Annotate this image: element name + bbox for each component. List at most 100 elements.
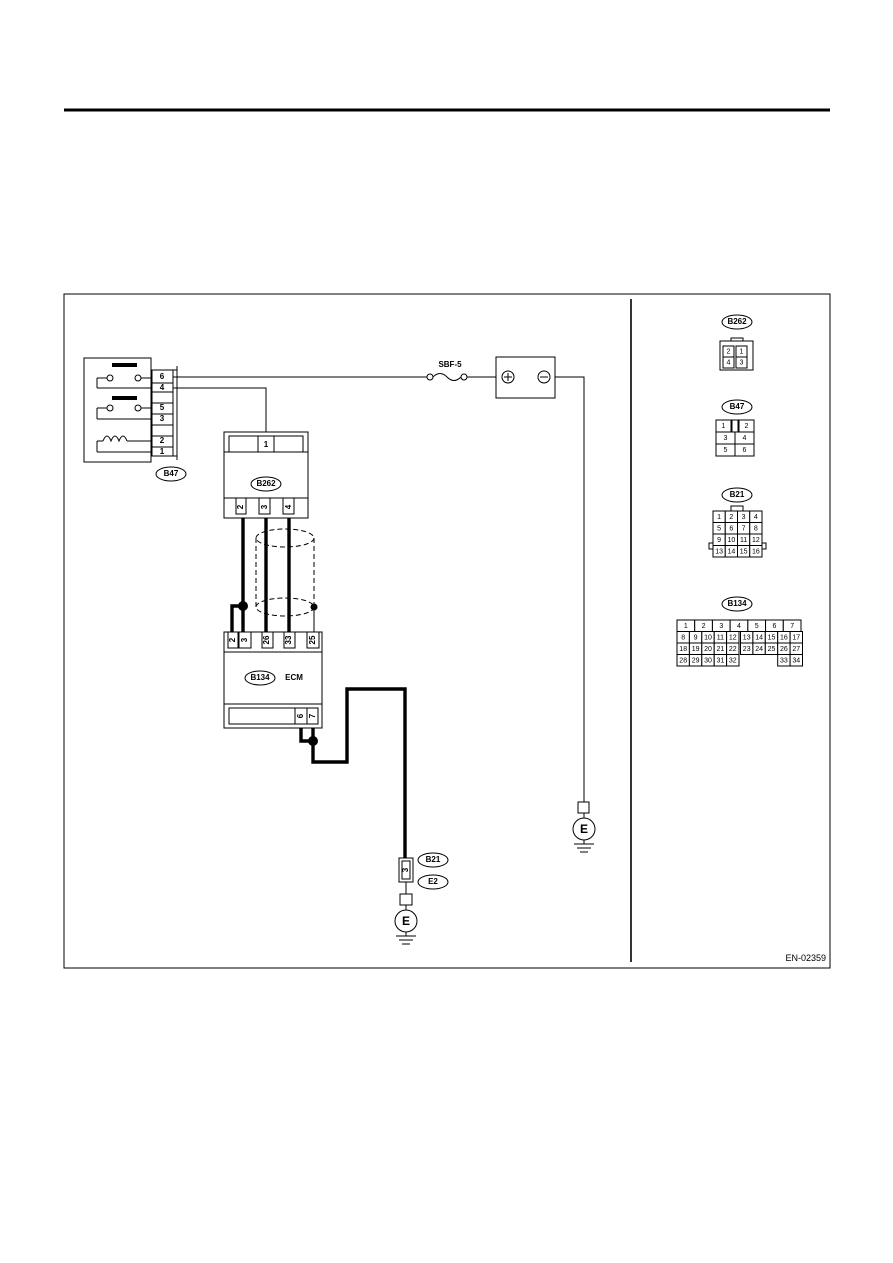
b134-view-pin: 33 xyxy=(780,658,788,665)
b134-view-pin: 2 xyxy=(702,623,706,630)
b134-view-pin: 21 xyxy=(717,646,725,653)
b21-view-pin: 10 xyxy=(727,537,735,544)
b134-view-pin: 25 xyxy=(768,646,776,653)
b134-view-pin: 11 xyxy=(717,635,724,642)
connector-tag-b21-label: B21 xyxy=(426,855,441,864)
b134-view-pin: 3 xyxy=(719,623,723,630)
b134-view-pin: 7 xyxy=(790,623,794,630)
wire-battery-to-ground xyxy=(555,376,585,802)
connector-tag-b134-label: B134 xyxy=(250,673,270,682)
ecm-pin-7: 7 xyxy=(308,713,317,718)
b134-view-pin: 30 xyxy=(704,658,712,665)
ground-e2-symbol: E xyxy=(402,914,410,928)
ecm-pin-3: 3 xyxy=(240,637,249,642)
b21-view-pin: 3 xyxy=(742,514,746,521)
b21-view-pin: 2 xyxy=(729,514,733,521)
b262-pin-1: 1 xyxy=(264,440,269,449)
relay-pin-5: 5 xyxy=(160,403,165,412)
b21-view-pin: 8 xyxy=(754,526,758,533)
connector-view-b47-label: B47 xyxy=(730,402,745,411)
relay-pin-4: 4 xyxy=(160,383,165,392)
b262-view-pin: 2 xyxy=(727,348,731,355)
b134-view-pin: 15 xyxy=(768,635,776,642)
relay-switch-1-icon xyxy=(96,363,152,389)
connector-view-b134-label: B134 xyxy=(727,599,747,608)
fuse-label: SBF-5 xyxy=(438,360,462,369)
b134-view-pin: 13 xyxy=(743,635,751,642)
b134-view-pin: 4 xyxy=(737,623,741,630)
connector-view-b21-label: B21 xyxy=(730,490,745,499)
b134-view-pin: 22 xyxy=(729,646,737,653)
connector-tag-e2-label: E2 xyxy=(428,877,438,886)
b47-view-pin: 2 xyxy=(745,423,749,430)
b21-view-pin: 11 xyxy=(740,537,747,544)
ecm-pin-25: 25 xyxy=(308,635,317,644)
b134-view-pin: 31 xyxy=(717,658,725,665)
connector-view-b262-label: B262 xyxy=(727,317,747,326)
b134-view-pin: 12 xyxy=(729,635,737,642)
b134-view-pin: 1 xyxy=(684,623,688,630)
ecm-ground-wires xyxy=(299,687,407,858)
b47-view-pin: 6 xyxy=(743,447,747,454)
b134-view-pin: 24 xyxy=(755,646,763,653)
b47-view-pin: 3 xyxy=(724,435,728,442)
ecm-pin-2: 2 xyxy=(228,637,237,642)
b134-view-pin: 16 xyxy=(780,635,788,642)
connector-tag-b134 xyxy=(244,670,276,686)
b262-view-pin: 1 xyxy=(740,348,744,355)
splice-point-1 xyxy=(238,601,248,611)
wire-relay-to-b262 xyxy=(173,387,267,432)
ecm-pin-33: 33 xyxy=(284,635,293,644)
b21-view-pin: 13 xyxy=(715,549,723,556)
b262-pin-2: 2 xyxy=(236,504,245,509)
b134-view-pin: 20 xyxy=(704,646,712,653)
b21-view-pin: 15 xyxy=(740,549,748,556)
connector-view-b47: B47 1 2 3 4 5 6 xyxy=(715,399,755,457)
b134-view-pin: 18 xyxy=(679,646,687,653)
b262-pin-4: 4 xyxy=(284,504,293,509)
relay-pin-2: 2 xyxy=(160,436,165,445)
ecm-pin-6: 6 xyxy=(296,713,305,718)
b47-view-pin: 1 xyxy=(722,423,726,430)
battery xyxy=(495,356,556,399)
b262-view-pin: 4 xyxy=(727,359,731,366)
sensor-b262: 1 B262 2 3 4 xyxy=(223,431,309,519)
relay-pin-1: 1 xyxy=(160,447,165,456)
b21-pin-3: 3 xyxy=(401,867,410,872)
relay-pin-6: 6 xyxy=(160,372,165,381)
relay-coil-icon xyxy=(96,435,152,453)
connector-tag-b21 xyxy=(417,852,449,868)
ground-e2: 3 B21 E2 E xyxy=(394,852,449,945)
b134-view-pin: 9 xyxy=(694,635,698,642)
b134-view-pin: 8 xyxy=(681,635,685,642)
b134-view-pin: 23 xyxy=(743,646,751,653)
ground-right-symbol: E xyxy=(580,822,588,836)
b21-view-pin: 5 xyxy=(717,526,721,533)
b21-view-pin: 9 xyxy=(717,537,721,544)
splice-point-2 xyxy=(310,603,318,611)
relay-pin-3: 3 xyxy=(160,414,165,423)
b262-view-pin: 3 xyxy=(740,359,744,366)
ecm-pin-26: 26 xyxy=(262,635,271,644)
b134-view-pin: 14 xyxy=(755,635,763,642)
b134-view-pin: 28 xyxy=(679,658,687,665)
ecm: 2 3 26 33 25 B134 ECM 6 7 xyxy=(223,631,323,729)
b134-view-pin: 27 xyxy=(792,646,800,653)
ground-right: E xyxy=(572,801,596,853)
ecm-label: ECM xyxy=(285,673,303,682)
b262-pin-3: 3 xyxy=(260,504,269,509)
b134-view-pin: 5 xyxy=(755,623,759,630)
splice-point-3 xyxy=(308,736,318,746)
b21-view-pin: 14 xyxy=(727,549,735,556)
figure-id: EN-02359 xyxy=(785,953,826,963)
b134-view-pin: 32 xyxy=(729,658,737,665)
b47-view-pin: 5 xyxy=(724,447,728,454)
connector-tag-e2 xyxy=(417,874,449,890)
relay-body xyxy=(83,357,152,463)
connector-tag-b262 xyxy=(250,476,282,492)
b21-view-pin: 1 xyxy=(717,514,721,521)
b21-view-pin: 4 xyxy=(754,514,758,521)
